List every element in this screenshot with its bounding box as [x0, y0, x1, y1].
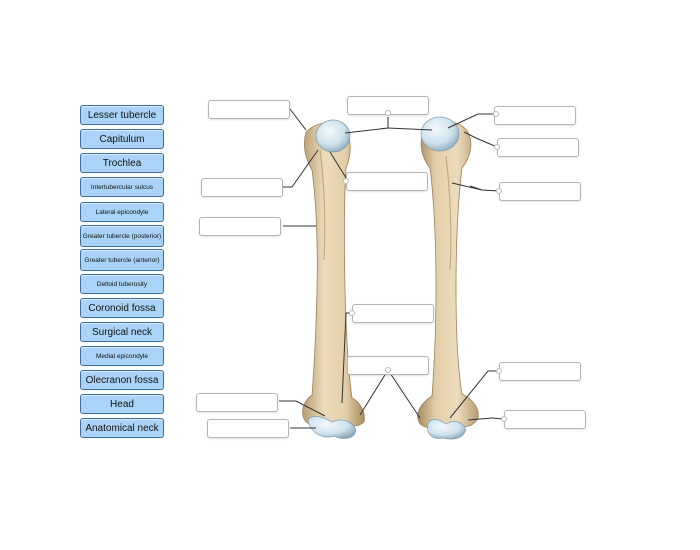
connector-dot	[385, 367, 391, 373]
term-label: Capitulum	[99, 133, 145, 145]
humerus-anterior-illustration	[302, 119, 365, 439]
connector-dot	[493, 111, 499, 117]
drop-target-13[interactable]	[504, 410, 586, 429]
term-greater-tubercle-anterior[interactable]: Greater tubercle (anterior)	[80, 249, 164, 271]
connector-dot	[496, 188, 502, 194]
drop-target-9[interactable]	[352, 304, 434, 323]
drop-target-3[interactable]	[494, 106, 576, 125]
term-label: Coronoid fossa	[88, 302, 156, 314]
drop-target-1[interactable]	[208, 100, 290, 119]
term-lateral-epicondyle[interactable]: Lateral epicondyle	[80, 202, 164, 222]
term-label: Trochlea	[102, 157, 142, 169]
humerus-posterior-illustration	[417, 116, 479, 440]
drop-target-7[interactable]	[499, 182, 581, 201]
humerus-anterior-distal-cartilage	[307, 416, 357, 439]
drop-target-12[interactable]	[196, 393, 278, 412]
humerus-posterior-bone	[417, 120, 479, 430]
humerus-posterior-head-cartilage	[420, 116, 460, 152]
term-label: Lesser tubercle	[87, 109, 157, 121]
drop-target-6[interactable]	[201, 178, 283, 197]
humerus-head-cartilage	[315, 119, 351, 153]
term-capitulum[interactable]: Capitulum	[80, 129, 164, 149]
term-trochlea[interactable]: Trochlea	[80, 153, 164, 173]
term-label: Olecranon fossa	[85, 374, 159, 386]
term-greater-tubercle-posterior[interactable]: Greater tubercle (posterior)	[80, 225, 164, 247]
connector-dot	[501, 416, 507, 422]
term-label: Anatomical neck	[85, 422, 159, 434]
connector-dot	[385, 110, 391, 116]
drop-target-10[interactable]	[347, 356, 429, 375]
drop-target-8[interactable]	[199, 217, 281, 236]
connector-dot	[496, 368, 502, 374]
term-intertubercular-sulcus[interactable]: Intertubercular sulcus	[80, 177, 164, 197]
term-label: Intertubercular sulcus	[90, 183, 154, 191]
term-anatomical-neck[interactable]: Anatomical neck	[80, 418, 164, 438]
term-label: Lateral epicondyle	[95, 208, 149, 216]
term-medial-epicondyle[interactable]: Medial epicondyle	[80, 346, 164, 366]
drop-target-11[interactable]	[499, 362, 581, 381]
term-label: Greater tubercle (anterior)	[84, 256, 160, 264]
term-olecranon-fossa[interactable]: Olecranon fossa	[80, 370, 164, 390]
connector-dot	[494, 144, 500, 150]
drop-target-14[interactable]	[207, 419, 289, 438]
term-lesser-tubercle[interactable]: Lesser tubercle	[80, 105, 164, 125]
term-coronoid-fossa[interactable]: Coronoid fossa	[80, 298, 164, 318]
term-surgical-neck[interactable]: Surgical neck	[80, 322, 164, 342]
drop-target-5[interactable]	[346, 172, 428, 191]
leader-lines	[279, 108, 505, 429]
humerus-posterior-distal-cartilage	[427, 419, 467, 440]
term-label: Head	[110, 398, 134, 410]
term-label: Surgical neck	[91, 326, 153, 338]
connector-dot	[343, 178, 349, 184]
humerus-anterior-bone	[302, 122, 365, 428]
term-label: Deltoid tuberosity	[96, 280, 148, 288]
drop-target-4[interactable]	[497, 138, 579, 157]
term-deltoid-tuberosity[interactable]: Deltoid tuberosity	[80, 274, 164, 294]
term-head[interactable]: Head	[80, 394, 164, 414]
term-label: Medial epicondyle	[95, 352, 149, 360]
term-label: Greater tubercle (posterior)	[82, 232, 162, 240]
connector-dot	[349, 310, 355, 316]
